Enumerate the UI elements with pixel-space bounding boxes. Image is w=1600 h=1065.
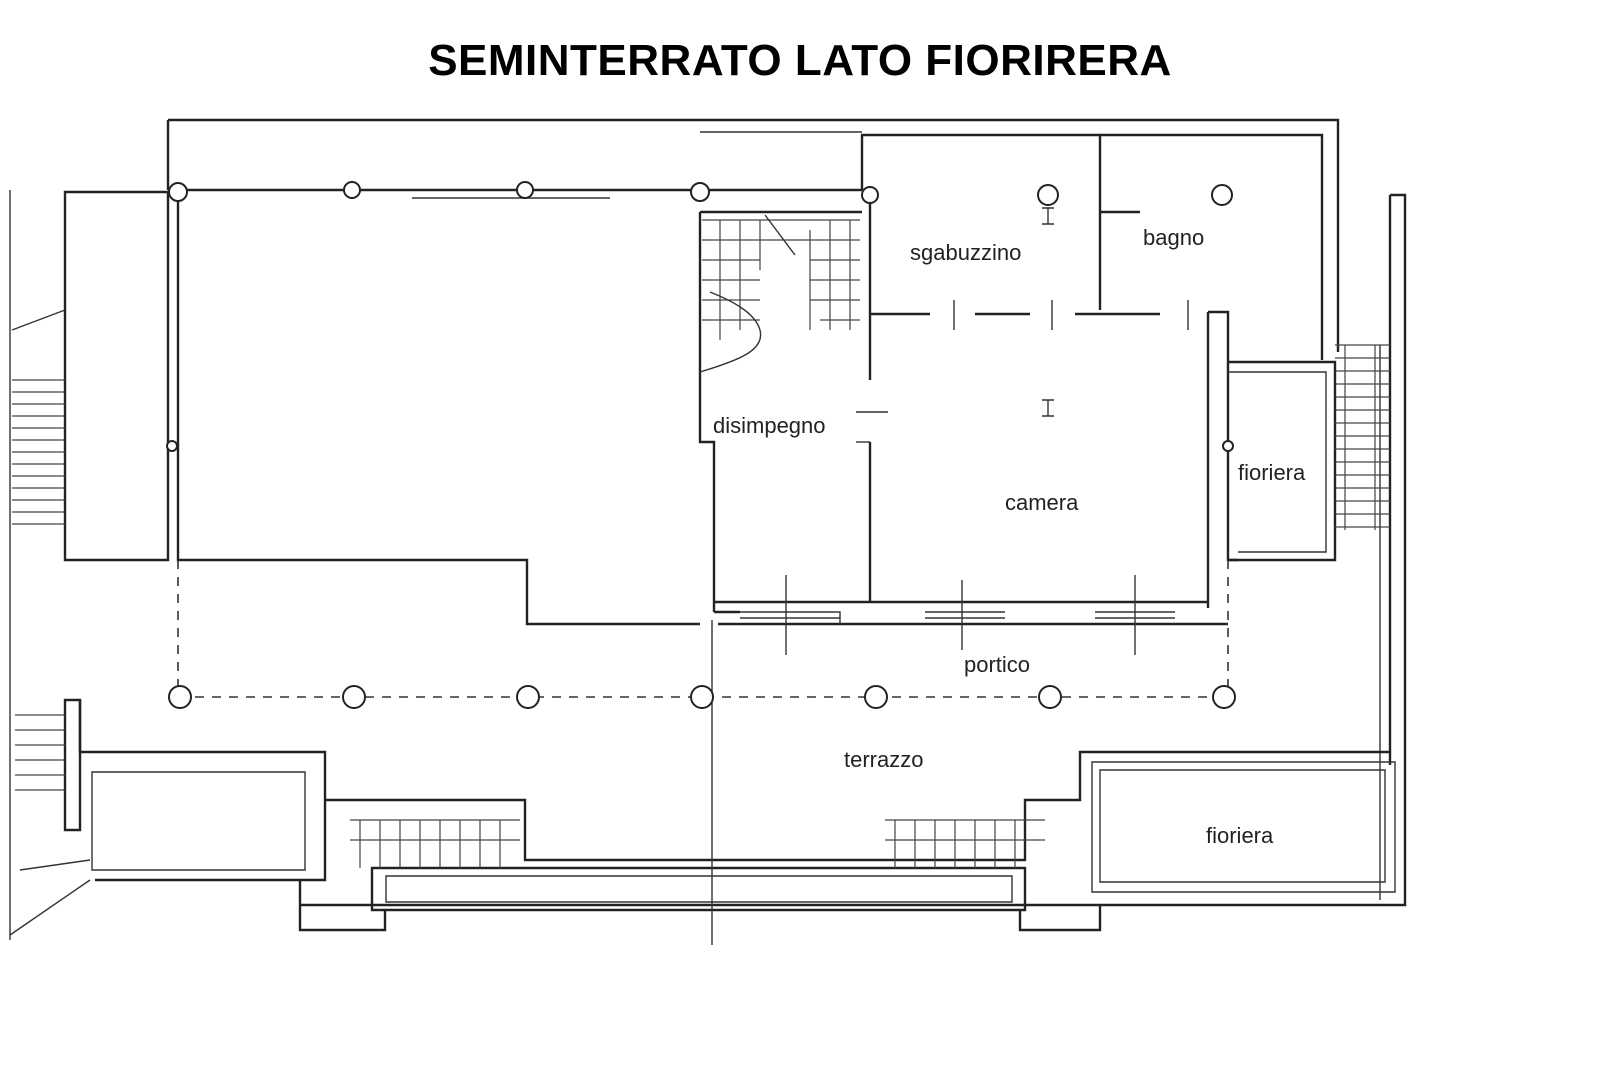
label-disimpegno: disimpegno (713, 413, 826, 438)
label-fioriera-bottom: fioriera (1206, 823, 1274, 848)
outer-walls (9, 118, 1407, 945)
room-labels: sgabuzzino bagno disimpegno camera fiori… (713, 225, 1306, 848)
label-camera: camera (1005, 490, 1079, 515)
portico-structure (166, 181, 1236, 709)
label-sgabuzzino: sgabuzzino (910, 240, 1021, 265)
label-fioriera-right: fioriera (1238, 460, 1306, 485)
label-bagno: bagno (1143, 225, 1204, 250)
label-terrazzo: terrazzo (844, 747, 923, 772)
label-portico: portico (964, 652, 1030, 677)
plan-title: SEMINTERRATO LATO FIORIRERA (428, 36, 1172, 85)
stairs (12, 214, 1390, 868)
